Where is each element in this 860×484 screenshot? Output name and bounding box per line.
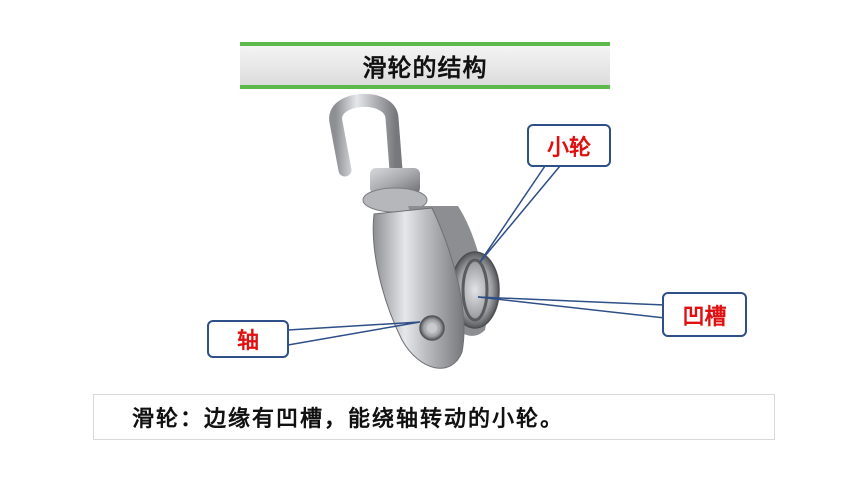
wheel-groove bbox=[461, 258, 489, 322]
swivel-neck bbox=[370, 168, 420, 194]
leader-lines bbox=[287, 165, 666, 346]
callout-groove-label: 凹槽 bbox=[682, 304, 727, 330]
title-banner: 滑轮的结构 bbox=[240, 42, 610, 89]
leader-small-wheel bbox=[479, 165, 561, 263]
callout-axle-label: 轴 bbox=[236, 329, 259, 354]
page-title: 滑轮的结构 bbox=[362, 54, 488, 82]
shackle bbox=[329, 93, 403, 177]
callout-axle: 轴 bbox=[207, 320, 289, 358]
definition-text: 滑轮：边缘有凹槽，能绕轴转动的小轮。 bbox=[132, 407, 565, 432]
leader-groove bbox=[477, 296, 666, 319]
callout-small-wheel-label: 小轮 bbox=[546, 135, 591, 161]
callout-groove: 凹槽 bbox=[662, 292, 747, 337]
leader-axle bbox=[287, 321, 421, 346]
pulley-illustration bbox=[329, 93, 500, 369]
callout-small-wheel: 小轮 bbox=[527, 124, 611, 167]
definition-box: 滑轮：边缘有凹槽，能绕轴转动的小轮。 bbox=[93, 394, 775, 440]
